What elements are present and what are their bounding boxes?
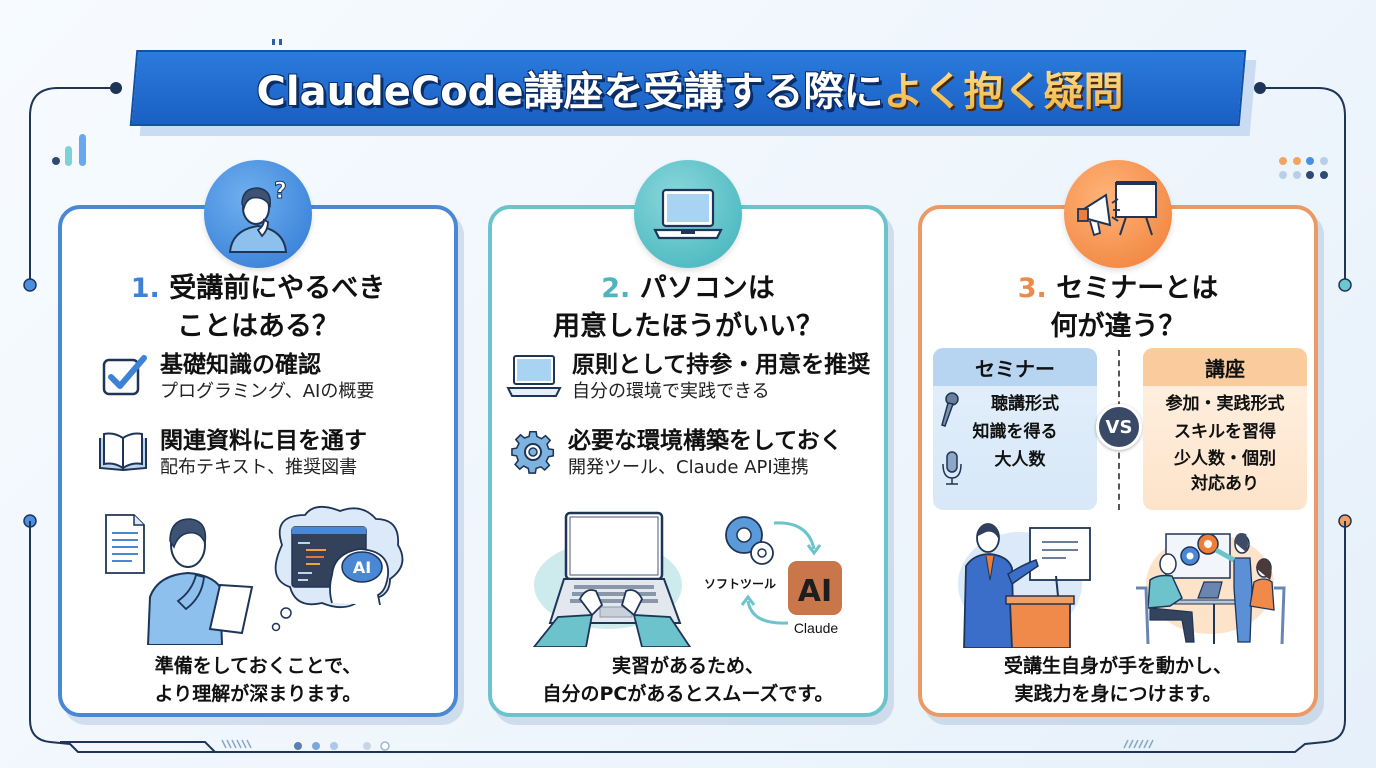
- course-column: 講座 参加・実践形式 スキルを習得 少人数・個別 対応あり: [1143, 348, 1307, 510]
- item-bring-pc: 原則として持参・用意を推奨 自分の環境で実践できる: [506, 350, 870, 404]
- title-main: ClaudeCode講座を受講する際に: [256, 69, 884, 115]
- card-2-footer: 実習があるため、 自分のPCがあるとスムーズです。: [542, 655, 834, 705]
- microphone-icon: [941, 392, 959, 427]
- open-book-icon: [99, 432, 147, 472]
- question-title-2: 2. パソコンは 用意したほうがいい？: [553, 273, 823, 342]
- seminar-column: セミナー 聴講形式 知識を得る 大人数: [933, 348, 1097, 510]
- question-title-3: 3. セミナーとは 何が違う？: [1017, 273, 1219, 342]
- title-banner: ClaudeCode講座を受講する際によく抱く疑問: [125, 50, 1257, 136]
- question-title-1: 1. 受講前にやるべき ことはある？: [130, 273, 386, 342]
- card-3-footer: 受講生自身が手を動かし、 実践力を身につけます。: [1003, 655, 1232, 705]
- svg-text:ソフトツール: ソフトツール: [704, 577, 776, 591]
- vs-badge: VS: [1096, 404, 1142, 450]
- software-gears-icon: [725, 516, 774, 565]
- document-icon: [105, 514, 145, 574]
- laptop-badge-icon: [634, 160, 742, 268]
- card-1-footer: 準備をしておくことで、 より理解が深まります。: [154, 655, 362, 705]
- page-title: ClaudeCode講座を受講する際によく抱く疑問: [125, 50, 1255, 126]
- studio-mic-icon: [942, 451, 962, 485]
- svg-text:Claude: Claude: [794, 620, 839, 636]
- thinking-person-icon: ?: [204, 160, 312, 268]
- title-highlight: よく抱く疑問: [883, 59, 1123, 117]
- svg-text:?: ?: [274, 179, 287, 204]
- megaphone-whiteboard-icon: [1064, 160, 1172, 268]
- item-related-materials: 関連資料に目を通す 配布テキスト、推奨図書: [94, 426, 367, 480]
- item-basic-knowledge: 基礎知識の確認 プログラミング、AIの概要: [100, 350, 374, 404]
- checkbox-icon: [102, 355, 147, 396]
- seminar-vs-workshop-illustration: [958, 523, 1286, 648]
- claude-logo-icon: AI: [798, 574, 832, 609]
- laptop-icon: [506, 355, 562, 397]
- seminar-header: セミナー: [933, 348, 1097, 386]
- studying-person-illustration: AI: [105, 505, 404, 645]
- typing-laptop-illustration: ソフトツール AI Claude: [532, 511, 842, 647]
- gear-icon: [511, 430, 555, 474]
- svg-text:AI: AI: [353, 558, 371, 577]
- course-header: 講座: [1143, 348, 1307, 386]
- item-environment-setup: 必要な環境構築をしておく 開発ツール、Claude API連携: [508, 426, 843, 480]
